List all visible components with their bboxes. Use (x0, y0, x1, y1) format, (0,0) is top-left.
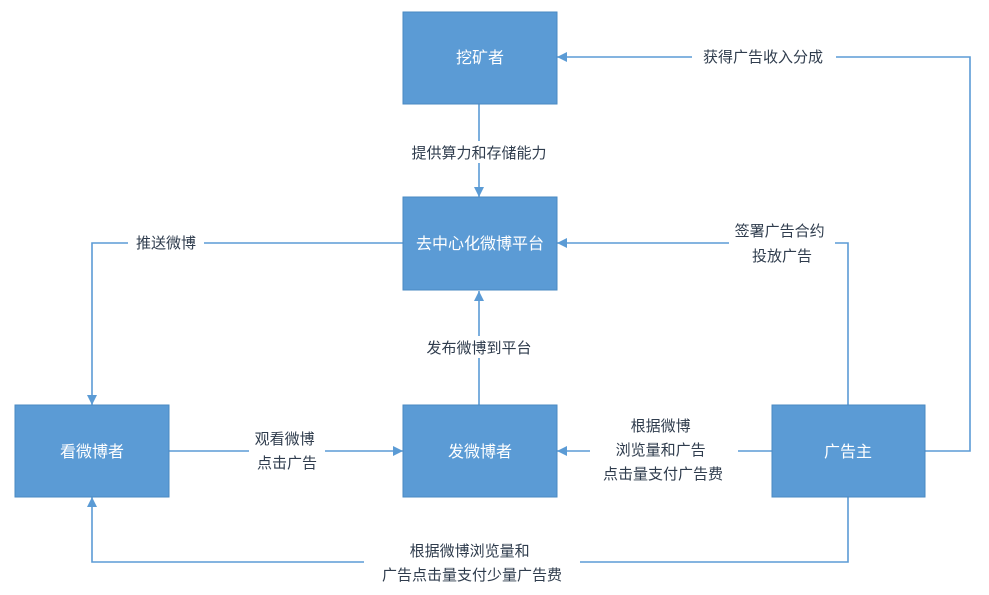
label-view-click-line-1: 观看微博 (255, 430, 315, 448)
label-view-click: 观看微博 点击广告 (255, 430, 320, 472)
label-publish-to-platform: 发布微博到平台 (426, 339, 531, 357)
label-pay-poster-line-2: 浏览量和广告 (616, 441, 706, 459)
node-platform-label: 去中心化微博平台 (416, 234, 544, 253)
label-compute-storage-line: 提供算力和存储能力 (411, 144, 546, 162)
label-pay-poster-line-3: 点击量支付广告费 (603, 465, 723, 483)
label-push-weibo: 推送微博 (136, 234, 196, 252)
label-sign-ad-contract: 签署广告合约 投放广告 (735, 222, 830, 265)
label-push-weibo-line: 推送微博 (136, 234, 196, 252)
label-pay-viewer: 根据微博浏览量和 广告点击量支付少量广告费 (382, 542, 562, 584)
node-advertiser: 广告主 (771, 404, 926, 498)
label-publish-to-platform-line: 发布微博到平台 (426, 339, 531, 357)
label-pay-poster: 根据微博 浏览量和广告 点击量支付广告费 (603, 417, 723, 483)
node-poster-label: 发微博者 (448, 442, 512, 461)
label-pay-poster-line-1: 根据微博 (631, 417, 691, 435)
node-advertiser-label: 广告主 (824, 442, 872, 461)
node-viewer-label: 看微博者 (60, 442, 124, 461)
label-pay-viewer-line-2: 广告点击量支付少量广告费 (382, 566, 562, 584)
node-miner-label: 挖矿者 (456, 48, 504, 67)
label-ad-revenue-share: 获得广告收入分成 (703, 48, 823, 66)
node-viewer: 看微博者 (14, 404, 170, 498)
label-sign-ad-contract-line-1: 签署广告合约 (735, 222, 825, 240)
label-ad-revenue-share-line: 获得广告收入分成 (703, 48, 823, 66)
label-pay-viewer-line-1: 根据微博浏览量和 (410, 542, 530, 560)
label-sign-ad-contract-line-2: 投放广告 (752, 247, 812, 265)
node-platform: 去中心化微博平台 (402, 196, 558, 291)
edge-platform-to-viewer (87, 242, 403, 405)
node-poster: 发微博者 (402, 404, 558, 498)
edge-advertiser-to-platform (557, 238, 849, 405)
node-miner: 挖矿者 (402, 11, 558, 105)
label-view-click-line-2: 点击广告 (257, 454, 317, 472)
label-compute-storage: 提供算力和存储能力 (411, 144, 546, 162)
